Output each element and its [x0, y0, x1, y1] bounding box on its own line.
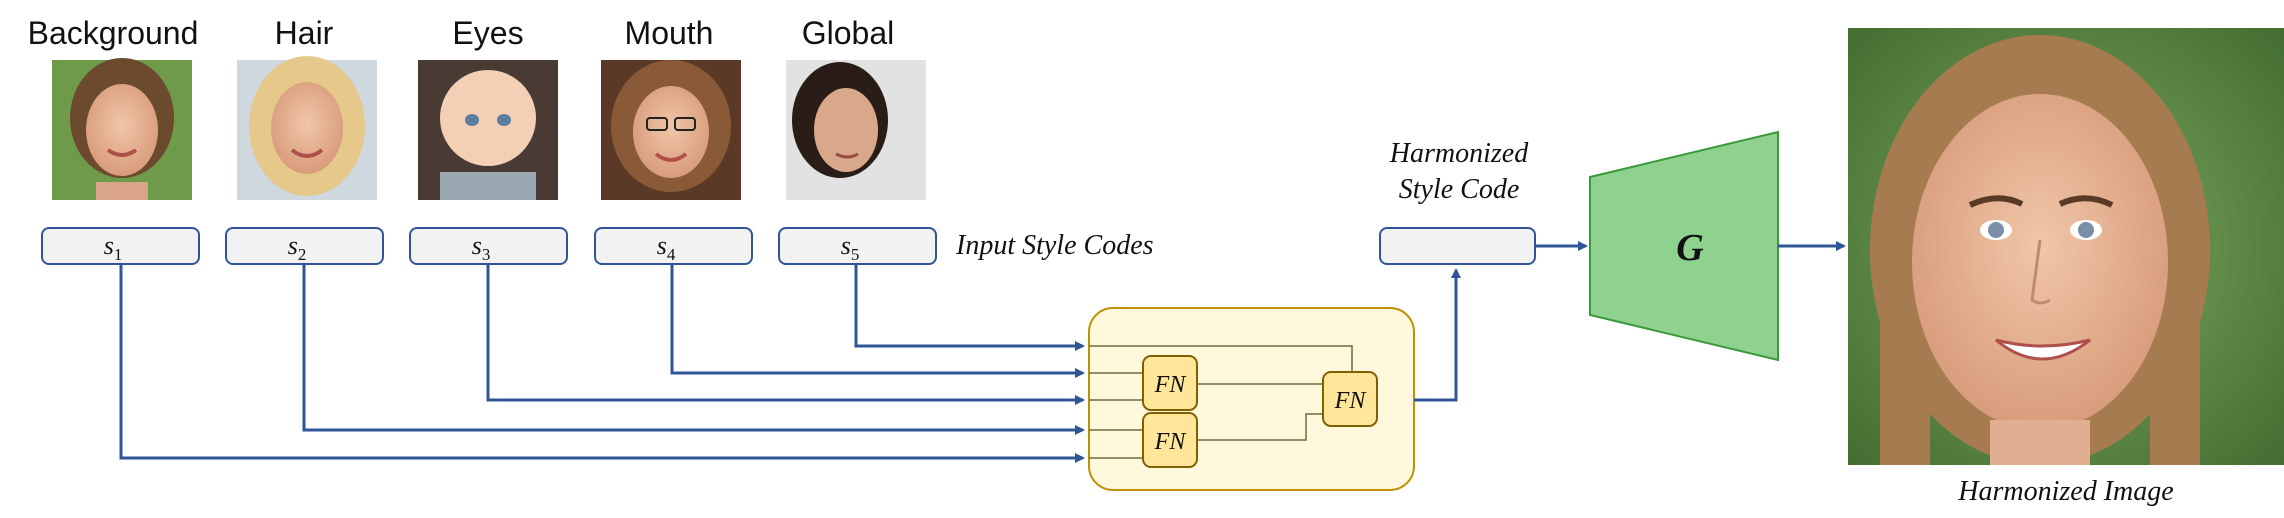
svg-text:FN: FN [1154, 429, 1188, 455]
label-background: Background [28, 15, 199, 51]
style-code-box-s4: s4 [594, 227, 753, 265]
style-code-subscript: 2 [298, 245, 307, 264]
routing-arrows [119, 264, 1085, 463]
style-code-symbol: s [841, 231, 851, 260]
arrow-s2 [302, 264, 1085, 435]
style-code-subscript: 5 [851, 245, 860, 264]
style-code-symbol: s [657, 231, 667, 260]
face-thumbnail-global [786, 60, 926, 200]
label-hair: Hair [275, 15, 334, 51]
face-thumbnail-mouth [601, 60, 741, 200]
fusion-block: FN FN FN [1088, 307, 1415, 491]
generator-label: G [1676, 227, 1704, 269]
harmonized-style-code-label-line1: Harmonized [1389, 138, 1529, 169]
style-code-subscript: 4 [667, 245, 676, 264]
style-code-box-s3: s3 [409, 227, 568, 265]
svg-text:s4: s4 [657, 231, 676, 264]
harmonized-style-code-box [1379, 227, 1536, 265]
input-style-codes-label: Input Style Codes [955, 230, 1154, 261]
style-code-subscript: 1 [114, 245, 123, 264]
harmonized-image-label: Harmonized Image [1957, 476, 2173, 507]
svg-text:s3: s3 [472, 231, 491, 264]
face-thumbnail-background [52, 58, 192, 200]
face-thumbnail-eyes [418, 60, 558, 200]
style-code-box-s5: s5 [778, 227, 937, 265]
harmonized-output-image [1848, 28, 2284, 465]
svg-text:s1: s1 [104, 231, 123, 264]
fn-node-top: FN [1142, 355, 1198, 411]
fn-node-bottom: FN [1142, 412, 1198, 468]
arrow-s5 [854, 264, 1085, 351]
svg-text:s2: s2 [288, 231, 307, 264]
fn-node-final: FN [1322, 371, 1378, 427]
arrow-s3 [486, 264, 1085, 405]
svg-text:FN: FN [1154, 372, 1188, 398]
label-mouth: Mouth [625, 15, 714, 51]
style-code-box-s1: s1 [41, 227, 200, 265]
arrow-s4 [670, 264, 1085, 378]
generator-block: G [1589, 130, 1779, 362]
style-code-symbol: s [288, 231, 298, 260]
label-global: Global [802, 15, 895, 51]
harmonized-style-code-label-line2: Style Code [1399, 174, 1520, 205]
style-code-symbol: s [104, 231, 114, 260]
style-code-box-s2: s2 [225, 227, 384, 265]
svg-text:s5: s5 [841, 231, 860, 264]
arrow-fusion-to-code [1414, 268, 1461, 402]
style-code-subscript: 3 [482, 245, 491, 264]
style-code-symbol: s [472, 231, 482, 260]
face-thumbnail-hair [237, 56, 377, 200]
arrow-s1 [119, 264, 1085, 463]
svg-text:FN: FN [1334, 388, 1368, 414]
label-eyes: Eyes [452, 15, 523, 51]
